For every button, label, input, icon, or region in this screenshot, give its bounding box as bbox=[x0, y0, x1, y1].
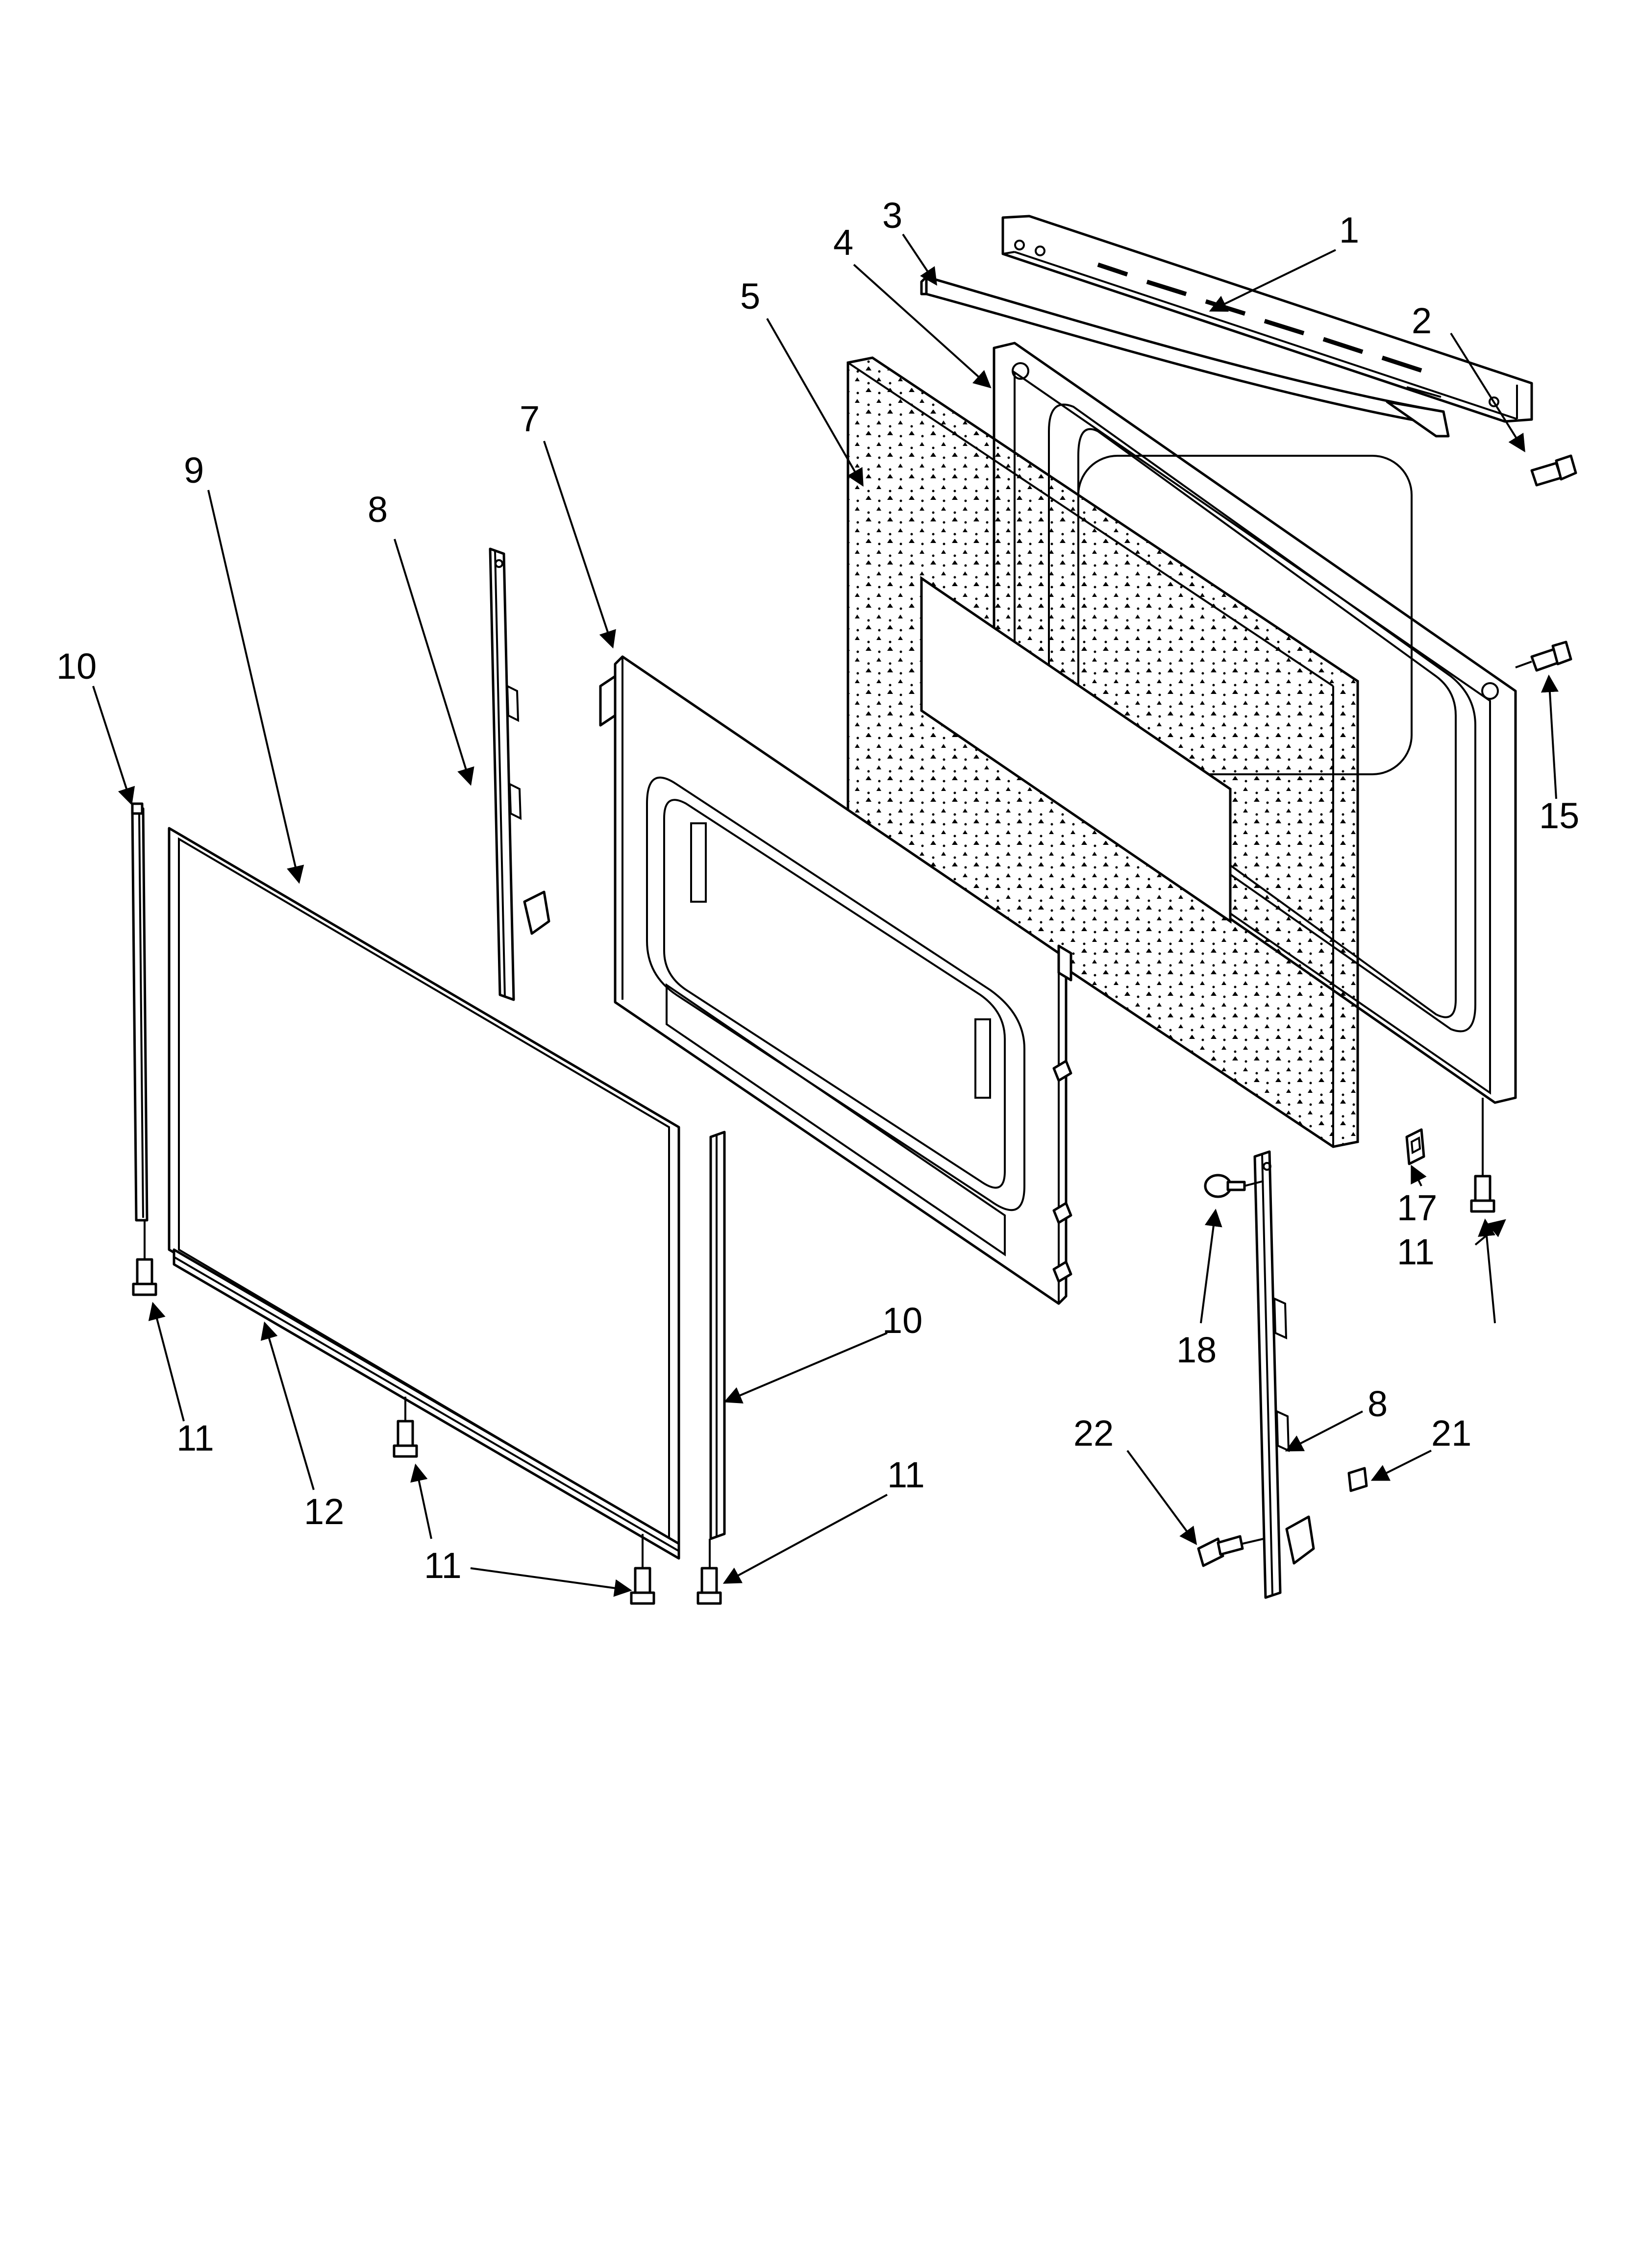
part-clip-21 bbox=[1347, 1467, 1368, 1492]
callout-4: 4 bbox=[833, 222, 853, 263]
screw-11-b bbox=[393, 1420, 418, 1458]
callout-7: 7 bbox=[520, 398, 540, 439]
part-inner-door-liner bbox=[599, 655, 1072, 1305]
part-hinge-channel-left bbox=[489, 547, 550, 1001]
callout-11-left: 11 bbox=[176, 1418, 214, 1458]
callout-11-far-right: 11 bbox=[1397, 1232, 1435, 1272]
callout-11-bottom: 11 bbox=[424, 1545, 462, 1586]
part-handle bbox=[920, 275, 1450, 438]
callout-1: 1 bbox=[1339, 210, 1359, 250]
callout-9: 9 bbox=[184, 450, 204, 491]
part-screw-2 bbox=[1530, 454, 1577, 487]
callout-8-left: 8 bbox=[368, 489, 388, 530]
part-side-trim-right bbox=[709, 1131, 726, 1540]
alignment-lines bbox=[144, 661, 1532, 1568]
screw-11-e bbox=[1470, 1175, 1495, 1213]
callout-3: 3 bbox=[882, 195, 902, 236]
part-plug-18 bbox=[1204, 1174, 1246, 1198]
leader-lines bbox=[92, 233, 1559, 1597]
callout-17: 17 bbox=[1397, 1187, 1437, 1228]
part-hinge-channel-right bbox=[1253, 1150, 1315, 1599]
callout-22: 22 bbox=[1073, 1413, 1114, 1454]
part-clip-17 bbox=[1405, 1128, 1425, 1165]
callout-5: 5 bbox=[740, 276, 760, 317]
callout-2: 2 bbox=[1412, 300, 1432, 341]
part-screw-15 bbox=[1530, 641, 1572, 672]
part-glass-panel bbox=[168, 827, 680, 1550]
callout-11-bottom-right: 11 bbox=[887, 1454, 925, 1495]
callout-12: 12 bbox=[304, 1491, 344, 1532]
part-bottom-trim bbox=[173, 1248, 680, 1560]
screw-11-a bbox=[132, 1258, 157, 1296]
screw-22 bbox=[1197, 1535, 1244, 1567]
callout-10-right: 10 bbox=[882, 1300, 922, 1341]
callout-15: 15 bbox=[1539, 795, 1579, 836]
screw-11-c bbox=[630, 1567, 655, 1605]
part-side-trim-left bbox=[131, 802, 149, 1222]
screw-11-d bbox=[696, 1567, 722, 1605]
callout-8-right: 8 bbox=[1368, 1383, 1388, 1424]
callout-21: 21 bbox=[1431, 1413, 1471, 1454]
callout-labels: 1 2 3 4 5 7 8 8 9 10 10 11 11 11 11 12 1… bbox=[56, 195, 1579, 1586]
callout-18: 18 bbox=[1176, 1330, 1217, 1370]
callout-10-left: 10 bbox=[56, 646, 97, 687]
